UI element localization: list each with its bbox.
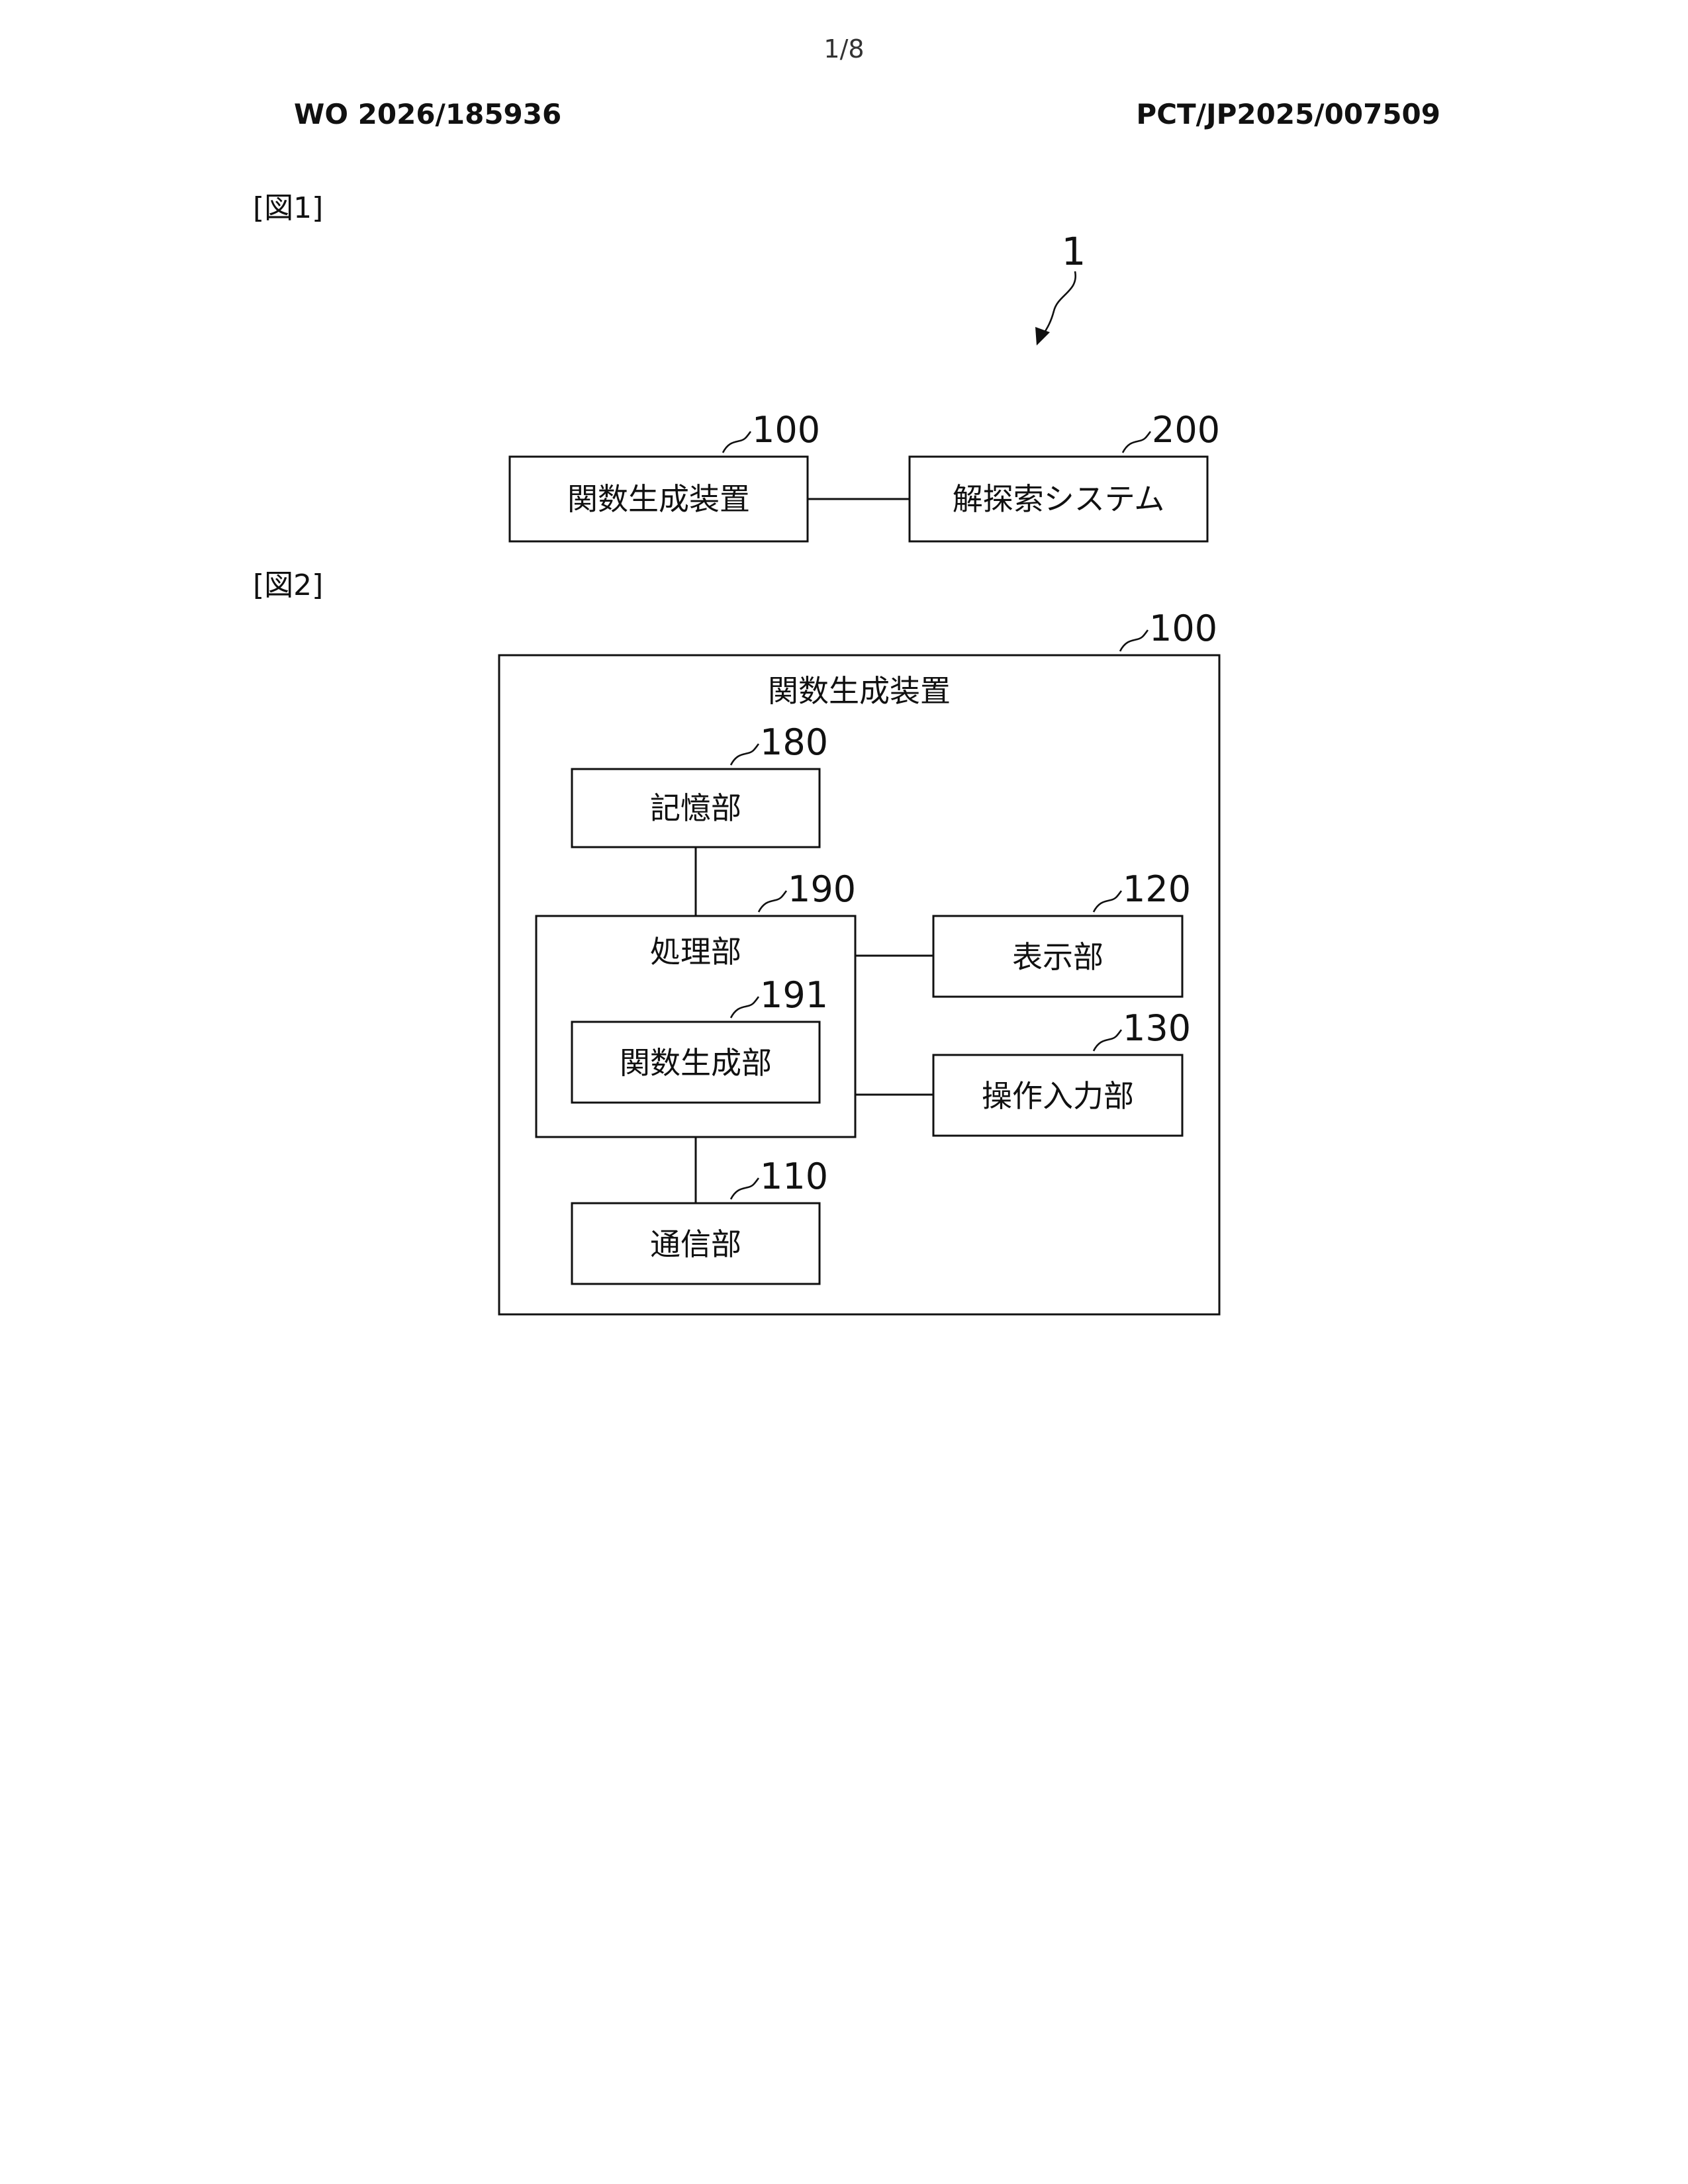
ref-leader-190 (759, 891, 786, 912)
system-ref-arrow (1042, 271, 1076, 336)
ref-leader-120 (1094, 891, 1121, 912)
system-ref-number: 1 (1062, 229, 1086, 274)
fig1-ref-100: 100 (752, 409, 820, 451)
ref-leader-outer-100 (1120, 630, 1148, 651)
fig1-block-function-generator-label: 関数生成装置 (567, 481, 750, 517)
fig2-function-generation-label: 関数生成部 (620, 1045, 772, 1081)
fig1-ref-200: 200 (1152, 409, 1220, 451)
fig2-ref-100: 100 (1149, 608, 1217, 649)
figure-1: 1 関数生成装置 100 解探索システム 200 (510, 229, 1220, 541)
ref-leader-130 (1094, 1030, 1121, 1051)
fig2-outer-device (499, 655, 1219, 1314)
fig2-ref-180: 180 (760, 721, 828, 763)
fig1-block-solution-search-label: 解探索システム (953, 481, 1165, 517)
fig2-ref-110: 110 (760, 1156, 828, 1197)
fig2-ref-190: 190 (788, 868, 856, 910)
ref-leader-191 (731, 997, 759, 1018)
ref-leader-100 (723, 432, 751, 453)
figure-2: 関数生成装置 100 記憶部 180 処理部 190 関数生成部 191 表示部… (499, 608, 1219, 1314)
ref-leader-180 (731, 744, 759, 765)
fig2-ref-191: 191 (760, 974, 828, 1016)
fig2-display-label: 表示部 (1012, 939, 1103, 975)
fig2-processing-label: 処理部 (650, 934, 741, 970)
fig2-storage-label: 記憶部 (650, 790, 741, 826)
fig2-communication-label: 通信部 (650, 1226, 741, 1262)
ref-leader-110 (731, 1178, 759, 1199)
ref-leader-200 (1123, 432, 1150, 453)
fig2-ref-120: 120 (1123, 868, 1191, 910)
fig2-outer-device-label: 関数生成装置 (768, 673, 951, 709)
arrow-head-icon (1035, 327, 1050, 345)
fig2-operation-input-label: 操作入力部 (982, 1078, 1134, 1114)
fig2-ref-130: 130 (1123, 1007, 1191, 1049)
